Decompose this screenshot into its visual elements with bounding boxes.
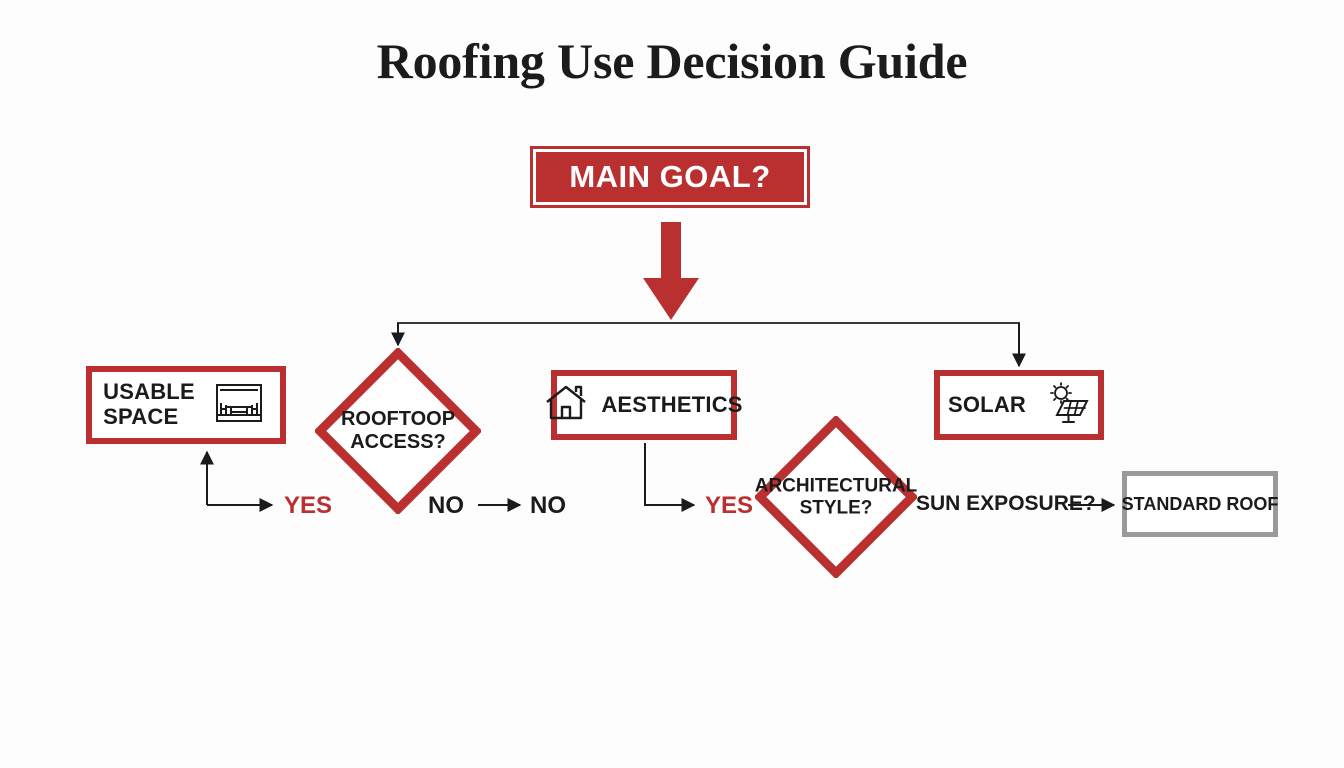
- house-icon: [545, 384, 587, 427]
- node-standard-roof-label: STANDARD ROOF: [1121, 493, 1279, 514]
- main-goal-banner[interactable]: MAIN GOAL?: [530, 146, 810, 208]
- node-aesthetics[interactable]: AESTHETICS: [546, 370, 742, 440]
- terrace-furniture-icon: [209, 381, 269, 430]
- main-goal-label: MAIN GOAL?: [569, 159, 771, 194]
- edge-label-sun-exposure: SUN EXPOSURE?: [916, 492, 1096, 515]
- node-rooftop-access-label: ROOFTOOP ACCESS?: [340, 408, 456, 453]
- node-aesthetics-label: AESTHETICS: [601, 391, 743, 417]
- node-standard-roof[interactable]: STANDARD ROOF: [1122, 471, 1278, 537]
- node-usable-space-label: USABLE SPACE: [103, 379, 195, 429]
- solar-panel-sun-icon: [1040, 381, 1090, 430]
- main-goal-inner-border: MAIN GOAL?: [533, 149, 807, 205]
- node-usable-space[interactable]: USABLE SPACE: [86, 366, 286, 444]
- main-flow-arrow-icon: [643, 222, 699, 320]
- edge-label-yes-aesthetics: YES: [705, 492, 754, 519]
- node-architectural-style[interactable]: ARCHITECTURAL STYLE?: [755, 416, 917, 578]
- edge-label-no-rooftop: NO: [428, 492, 464, 519]
- node-rooftop-access[interactable]: ROOFTOOP ACCESS?: [315, 348, 481, 514]
- page-title: Roofing Use Decision Guide: [376, 33, 968, 89]
- node-solar-label: SOLAR: [948, 391, 1026, 417]
- edge-label-no-secondary: NO: [530, 492, 566, 519]
- edge-label-yes-rooftop: YES: [284, 492, 333, 519]
- node-solar[interactable]: SOLAR: [934, 370, 1104, 440]
- node-architectural-style-label: ARCHITECTURAL STYLE?: [754, 475, 918, 518]
